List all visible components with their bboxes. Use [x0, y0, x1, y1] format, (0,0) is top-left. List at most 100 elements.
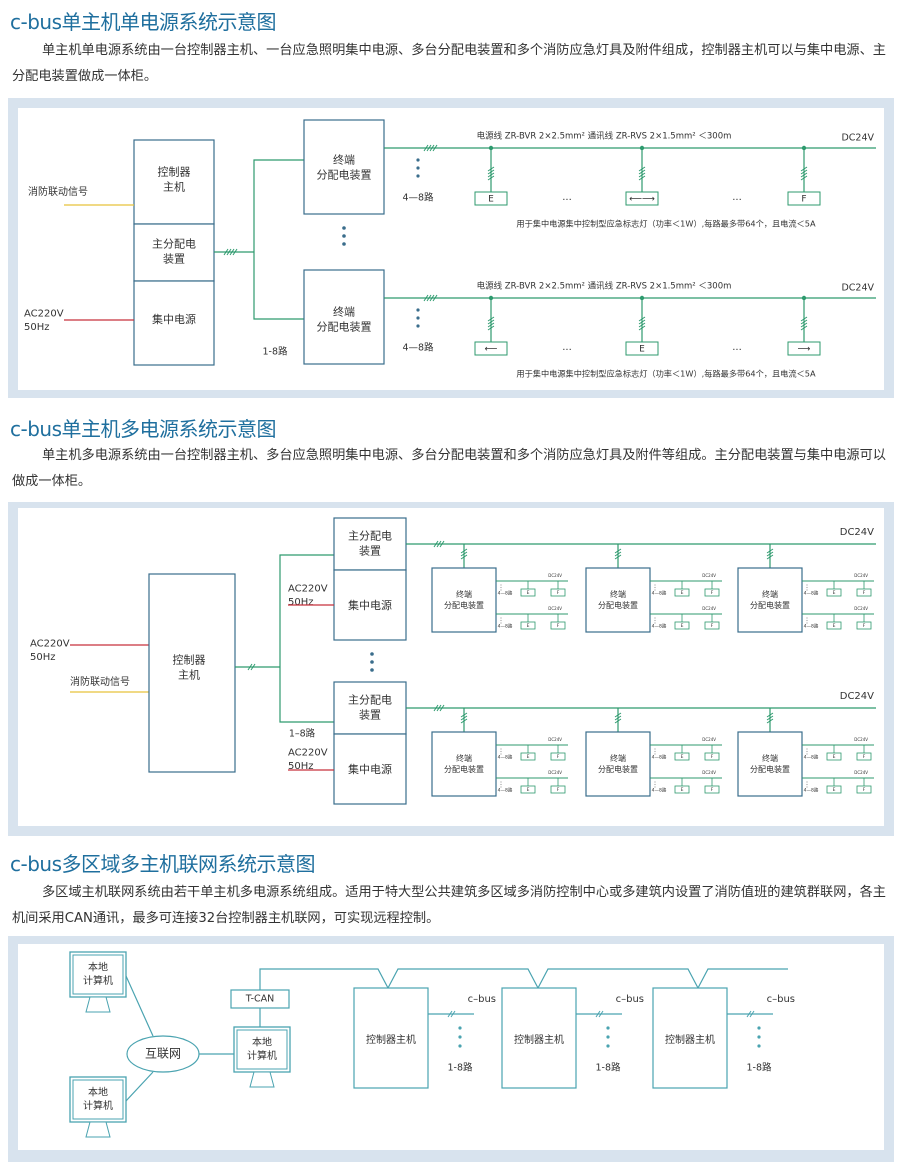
central-power-box	[333, 733, 407, 805]
branch-count-label-group: 4—8路	[402, 342, 434, 354]
mini-branch-label: 4—8路	[652, 623, 667, 630]
cable-hatch-mark	[800, 319, 808, 325]
mini-lamp-symbol-group: E	[527, 754, 530, 760]
mini-continuation-dots	[654, 750, 656, 753]
mini-lamp-symbol: E	[527, 754, 530, 760]
terminal-distribution-box-2	[303, 269, 385, 365]
ellipsis: ···	[732, 195, 742, 206]
cable-hatch-mark	[766, 548, 774, 554]
central-power-label-group: 集中电源	[348, 598, 392, 612]
cable-hatch-mark	[223, 248, 229, 256]
cable-hatch-mark	[460, 715, 468, 721]
cable-hatch-mark	[426, 144, 432, 152]
mini-dc24v-label-group: DC24V	[854, 737, 868, 742]
mini-lamp-symbol-group: E	[681, 623, 684, 629]
mini-continuation-dots	[500, 619, 502, 622]
mini-branch-label: 4—8路	[498, 590, 513, 597]
cable-hatch-mark	[614, 718, 622, 724]
mini-dc24v-label: DC24V	[548, 573, 562, 578]
emergency-lamp-box	[474, 191, 508, 206]
lamp-note-label-group: 用于集中电源集中控制型应急标志灯（功率＜1W）,每路最多带64个，且电流＜5A	[516, 219, 816, 229]
mini-continuation-dots	[500, 783, 502, 786]
branch-line	[279, 554, 334, 723]
lamp-note-label-group: 用于集中电源集中控制型应急标志灯（功率＜1W）,每路最多带64个，且电流＜5A	[516, 369, 816, 379]
terminal-distribution-label: 终端	[610, 589, 626, 599]
mini-continuation-dots	[806, 586, 808, 589]
cable-hatch-mark	[432, 294, 438, 302]
terminal-distribution-label: 分配电装置	[598, 600, 638, 610]
mini-lamp-symbol: E	[681, 787, 684, 793]
cable-hatch-mark	[487, 166, 495, 172]
network-link	[125, 975, 154, 1037]
main-distribution-label: 主分配电	[152, 238, 196, 251]
mini-lamp-symbol-group: E	[833, 623, 836, 629]
mini-lamp-symbol: F	[711, 787, 714, 793]
cable-hatch-mark	[423, 294, 429, 302]
mini-branch-label-group: 4—8路	[498, 754, 513, 761]
terminal-distribution-label: 分配电装置	[317, 168, 372, 181]
mini-lamp-box	[550, 785, 566, 794]
mini-continuation-dots	[654, 783, 656, 786]
continuation-dots	[458, 1026, 462, 1030]
cable-hatch-mark	[247, 663, 253, 671]
emergency-lamp-box	[787, 191, 821, 206]
emergency-lamp-symbol-group: F	[801, 195, 806, 205]
cable-hatch-mark	[595, 1010, 601, 1018]
mini-lamp-box	[856, 785, 872, 794]
controller-host-label-group: 控制器主机	[173, 653, 206, 682]
branch-count-label-group: 1-8路	[595, 1062, 621, 1074]
central-power-label: 集中电源	[348, 762, 392, 776]
cable-hatch-mark	[460, 554, 468, 560]
mini-dc24v-label-group: DC24V	[548, 770, 562, 775]
continuation-dots	[757, 1026, 761, 1030]
controller-host-box	[652, 987, 728, 1089]
continuation-dots	[342, 226, 346, 230]
mini-continuation-dots	[500, 586, 502, 589]
cable-hatch-mark	[800, 316, 808, 322]
mini-lamp-symbol: F	[711, 754, 714, 760]
terminal-distribution-box	[737, 567, 803, 633]
mini-dc24v-label: DC24V	[854, 770, 868, 775]
mini-lamp-box	[704, 621, 720, 630]
mini-continuation-dots	[500, 617, 502, 619]
can-bus-line	[259, 968, 788, 990]
terminal-distribution-label: 终端	[333, 305, 355, 319]
ellipsis-group: ···	[562, 345, 572, 356]
local-computer-1-stand	[85, 996, 111, 1013]
main-distribution-box	[333, 517, 407, 571]
mini-continuation-dots	[806, 589, 808, 591]
mini-lamp-symbol-group: E	[527, 787, 530, 793]
section-title-multi-area-network: c-bus多区域多主机联网系统示意图	[10, 852, 316, 876]
local-computer-3-label: 本地	[252, 1035, 272, 1048]
mini-lamp-symbol: E	[833, 787, 836, 793]
ellipsis: ···	[732, 345, 742, 356]
cable-hatch-mark	[439, 704, 445, 712]
terminal-distribution-label: 分配电装置	[750, 764, 790, 774]
mini-lamp-symbol-group: F	[863, 754, 866, 760]
mini-lamp-symbol: F	[557, 754, 560, 760]
mini-branch-label: 4—8路	[804, 623, 819, 630]
mini-continuation-dots	[806, 781, 808, 783]
section-description-multi-area-network: 多区域主机联网系统由若干单主机多电源系统组成。适用于特大型公共建筑多区域多消防控…	[12, 885, 886, 926]
continuation-dots	[342, 242, 346, 246]
mini-lamp-symbol-group: F	[557, 787, 560, 793]
emergency-lamp-symbol: ⟶	[798, 345, 811, 355]
mini-branch-label-group: 4—8路	[804, 623, 819, 630]
ellipsis-group: ···	[732, 345, 742, 356]
controller-host-label: 控制器主机	[514, 1033, 564, 1046]
cable-hatch-mark	[766, 718, 774, 724]
cable-hatch-mark	[800, 166, 808, 172]
mini-lamp-symbol: F	[557, 787, 560, 793]
main-distribution-label: 主分配电	[348, 694, 392, 707]
mini-lamp-symbol-group: F	[711, 590, 714, 596]
emergency-lamp-symbol: E	[639, 345, 645, 355]
terminal-distribution-label: 分配电装置	[598, 764, 638, 774]
